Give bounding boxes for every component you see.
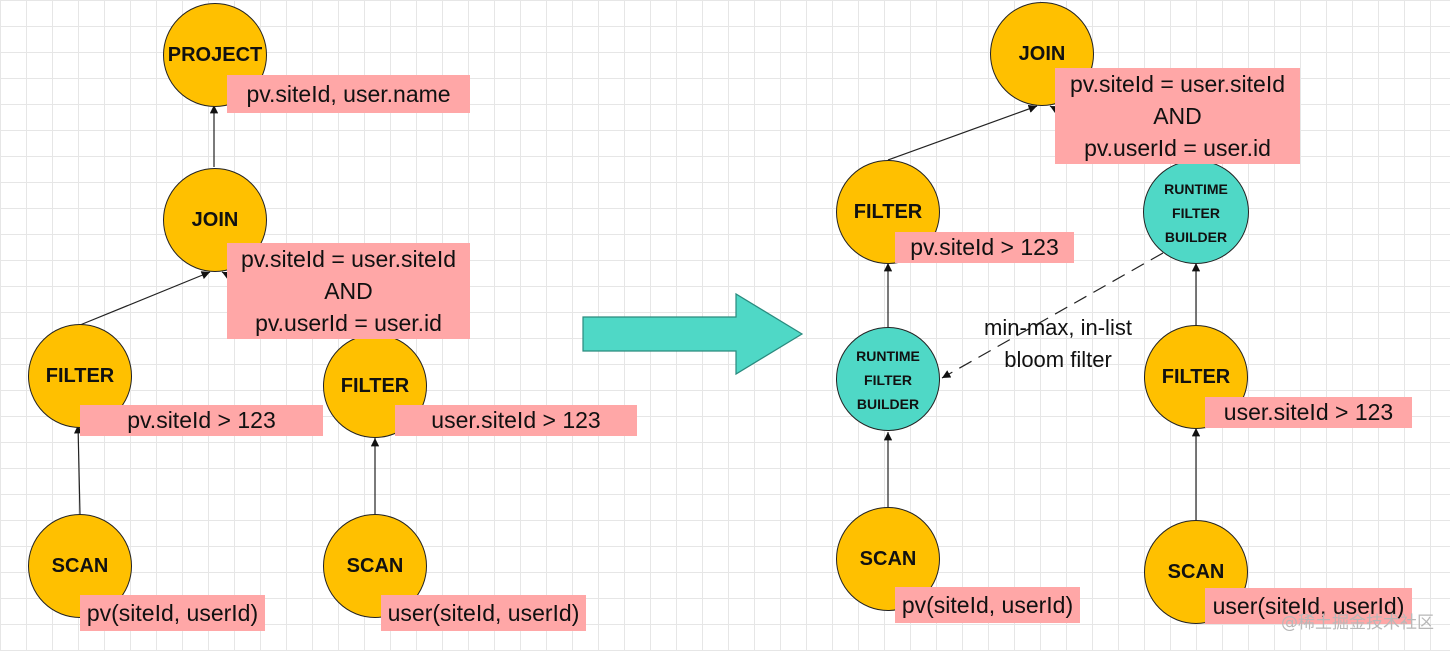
right-scan-user-title: SCAN <box>1167 560 1225 583</box>
left-scan-user-node: SCAN <box>323 514 427 618</box>
edge-r-filter-pv-to-join <box>887 104 1038 161</box>
right-join-title: JOIN <box>1018 42 1066 65</box>
right-join-cond-line: AND <box>1153 103 1202 129</box>
right-runtime-filter-builder-bottom: RUNTIME FILTER BUILDER <box>836 327 940 431</box>
left-scan-user-label: user(siteId, userId) <box>381 595 586 631</box>
left-scan-pv-title: SCAN <box>51 554 109 577</box>
right-join-condition: pv.siteId = user.siteId AND pv.userId = … <box>1055 68 1300 164</box>
right-filter-user-title: FILTER <box>1161 365 1231 388</box>
left-join-condition: pv.siteId = user.siteId AND pv.userId = … <box>227 243 470 339</box>
rf-top-line: BUILDER <box>1164 229 1228 245</box>
right-filter-pv-title: FILTER <box>853 200 923 223</box>
edge-filter-pv-to-join <box>79 271 211 326</box>
left-scan-pv-label: pv(siteId, userId) <box>80 595 265 631</box>
left-filter-user-label: user.siteId > 123 <box>395 405 637 436</box>
rf-bottom-line: RUNTIME <box>856 348 920 364</box>
left-project-title: PROJECT <box>167 43 263 66</box>
rf-top-line: FILTER <box>1172 205 1220 221</box>
rf-top-line: RUNTIME <box>1164 181 1228 197</box>
left-filter-pv-label: pv.siteId > 123 <box>80 405 323 436</box>
rf-bottom-line: BUILDER <box>856 396 920 412</box>
left-join-cond-line: AND <box>324 278 373 304</box>
right-scan-user-node: SCAN <box>1144 520 1248 624</box>
right-runtime-filter-builder-top: RUNTIME FILTER BUILDER <box>1143 160 1249 264</box>
right-filter-user-label: user.siteId > 123 <box>1205 397 1412 428</box>
left-project-node: PROJECT <box>163 3 267 107</box>
push-note-line: min-max, in-list <box>984 315 1132 340</box>
left-scan-user-title: SCAN <box>346 554 404 577</box>
right-scan-pv-label: pv(siteId, userId) <box>895 587 1080 623</box>
right-scan-user-label: user(siteId, userId) <box>1205 588 1412 624</box>
right-join-cond-line: pv.userId = user.id <box>1084 135 1271 161</box>
rf-bottom-line: FILTER <box>864 372 912 388</box>
push-note-line: bloom filter <box>1004 347 1112 372</box>
right-join-cond-line: pv.siteId = user.siteId <box>1070 71 1285 97</box>
transform-arrow <box>582 292 804 376</box>
edge-scan-pv-to-filter-pv <box>73 424 83 516</box>
left-filter-pv-title: FILTER <box>45 364 115 387</box>
right-join-node: JOIN <box>990 2 1094 106</box>
right-filter-pv-label: pv.siteId > 123 <box>895 232 1074 263</box>
right-filter-user-node: FILTER <box>1144 325 1248 429</box>
left-project-label: pv.siteId, user.name <box>227 75 470 113</box>
right-scan-pv-title: SCAN <box>859 547 917 570</box>
edge-r-runtime-filter-push <box>941 252 1164 379</box>
left-join-cond-line: pv.siteId = user.siteId <box>241 246 456 272</box>
watermark: @稀土掘金技术社区 <box>1281 613 1434 633</box>
runtime-filter-push-note: min-max, in-list bloom filter <box>968 312 1148 376</box>
left-filter-user-title: FILTER <box>340 374 410 397</box>
left-join-cond-line: pv.userId = user.id <box>255 310 442 336</box>
left-join-title: JOIN <box>191 208 239 231</box>
